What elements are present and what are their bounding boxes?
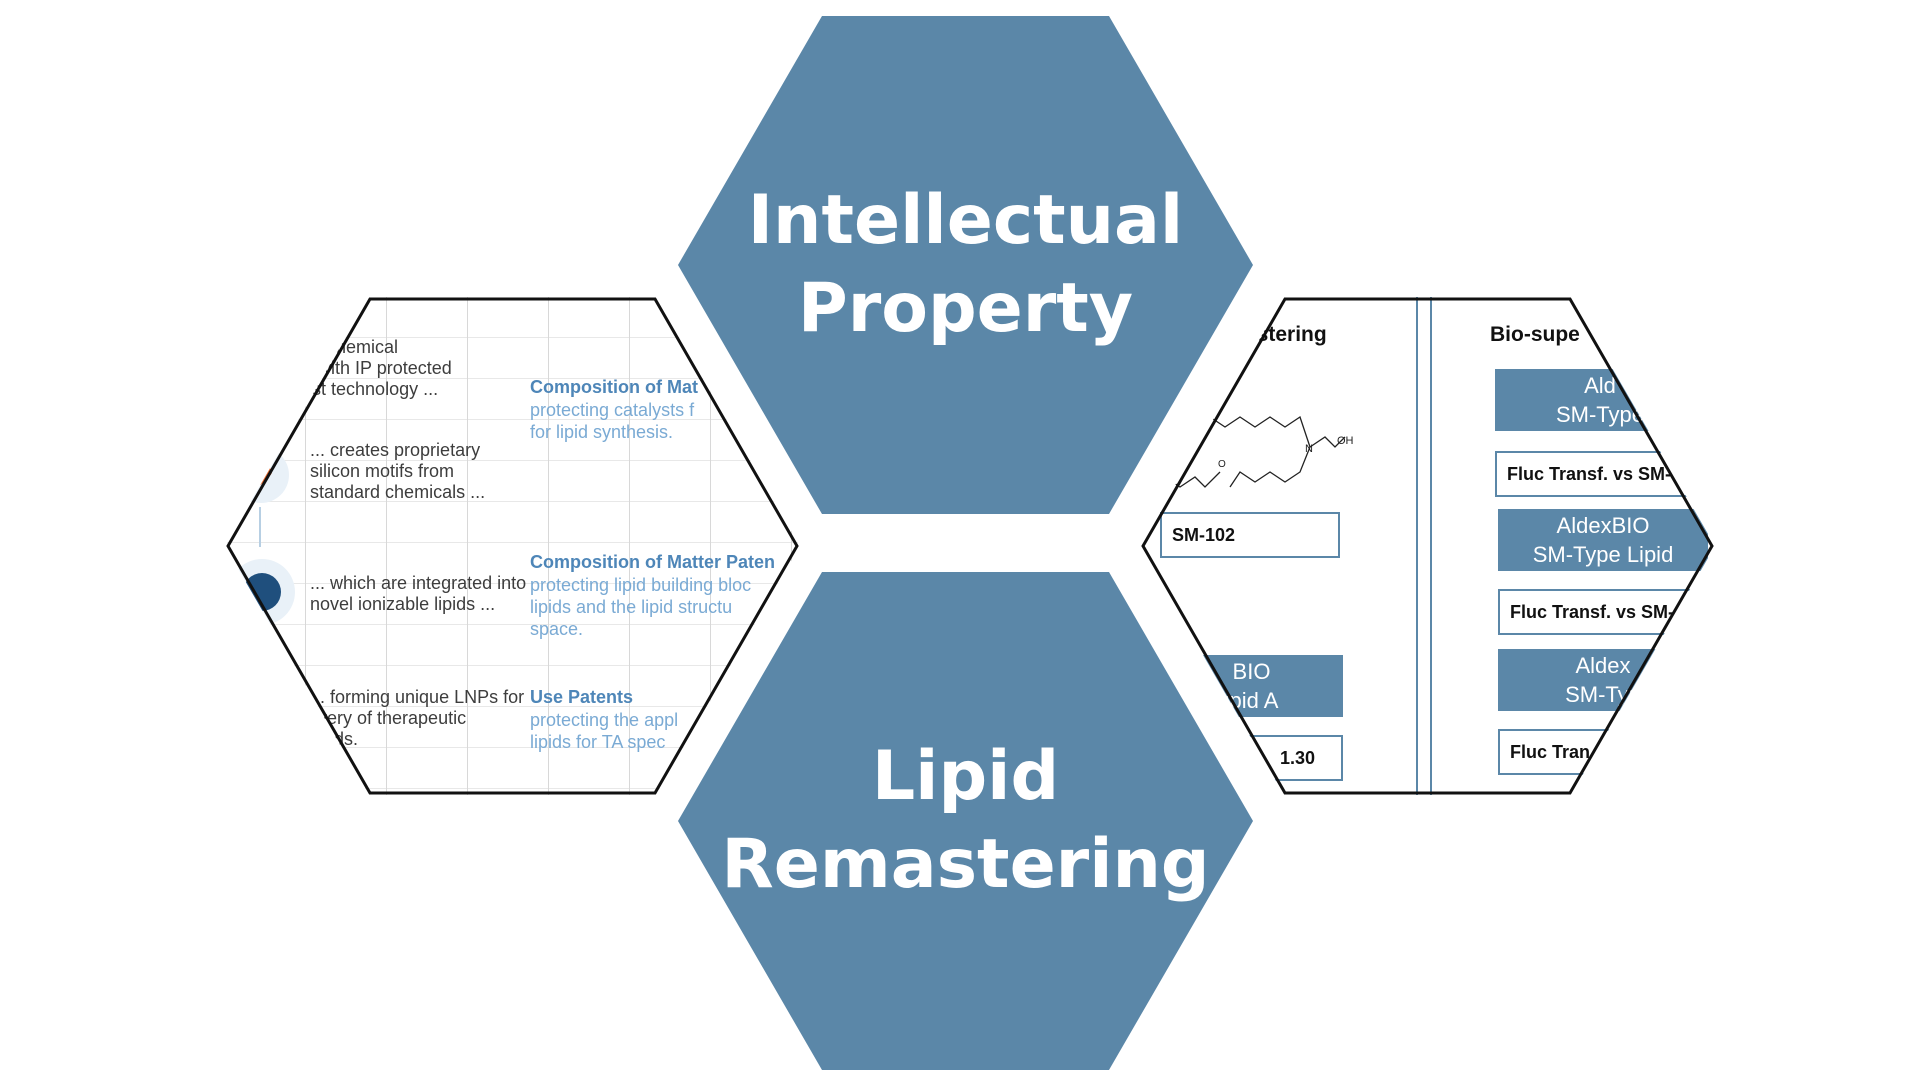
sm102-box: SM-102 [1160, 512, 1340, 558]
patent-3-title: Use Patents [530, 687, 634, 707]
divider-line [1416, 297, 1418, 795]
step-2-text: ... creates proprietary silicon motifs f… [310, 440, 486, 502]
aldexbio-box-2: AldexBIO SM-Type Lipid [1498, 509, 1708, 571]
right-hexagon-outline [1141, 297, 1714, 795]
lipid-remastering-title: Lipid Remastering [721, 737, 1210, 904]
left-hexagon-outline [226, 297, 799, 795]
connector-arrow [259, 507, 261, 547]
lipid-remastering-hexagon: Lipid Remastering [678, 572, 1253, 1070]
patent-1-title: Composition of Mat [530, 377, 698, 397]
molecule-oh-label: OH [1337, 435, 1354, 447]
step-3-text: ... which are integrated into novel ioni… [310, 573, 527, 614]
svg-text:O: O [1218, 459, 1226, 470]
patent-2-title: Composition of Matter Paten [530, 552, 776, 572]
intellectual-property-title: Intellectual Property [747, 181, 1184, 348]
intellectual-property-hexagon: Intellectual Property [678, 16, 1253, 514]
hexagon-shape [678, 572, 1253, 1070]
svg-text:N: N [1305, 443, 1313, 455]
hexagon-shape [678, 16, 1253, 514]
divider-line [1430, 297, 1432, 795]
patent-3-text: protecting the appl lipids for TA spec [530, 710, 679, 752]
column-2-header: Bio-supe [1490, 323, 1580, 346]
patent-2-text: protecting lipid building bloc lipids an… [530, 575, 752, 639]
patent-1-text: protecting catalysts f for lipid synthes… [530, 400, 695, 442]
